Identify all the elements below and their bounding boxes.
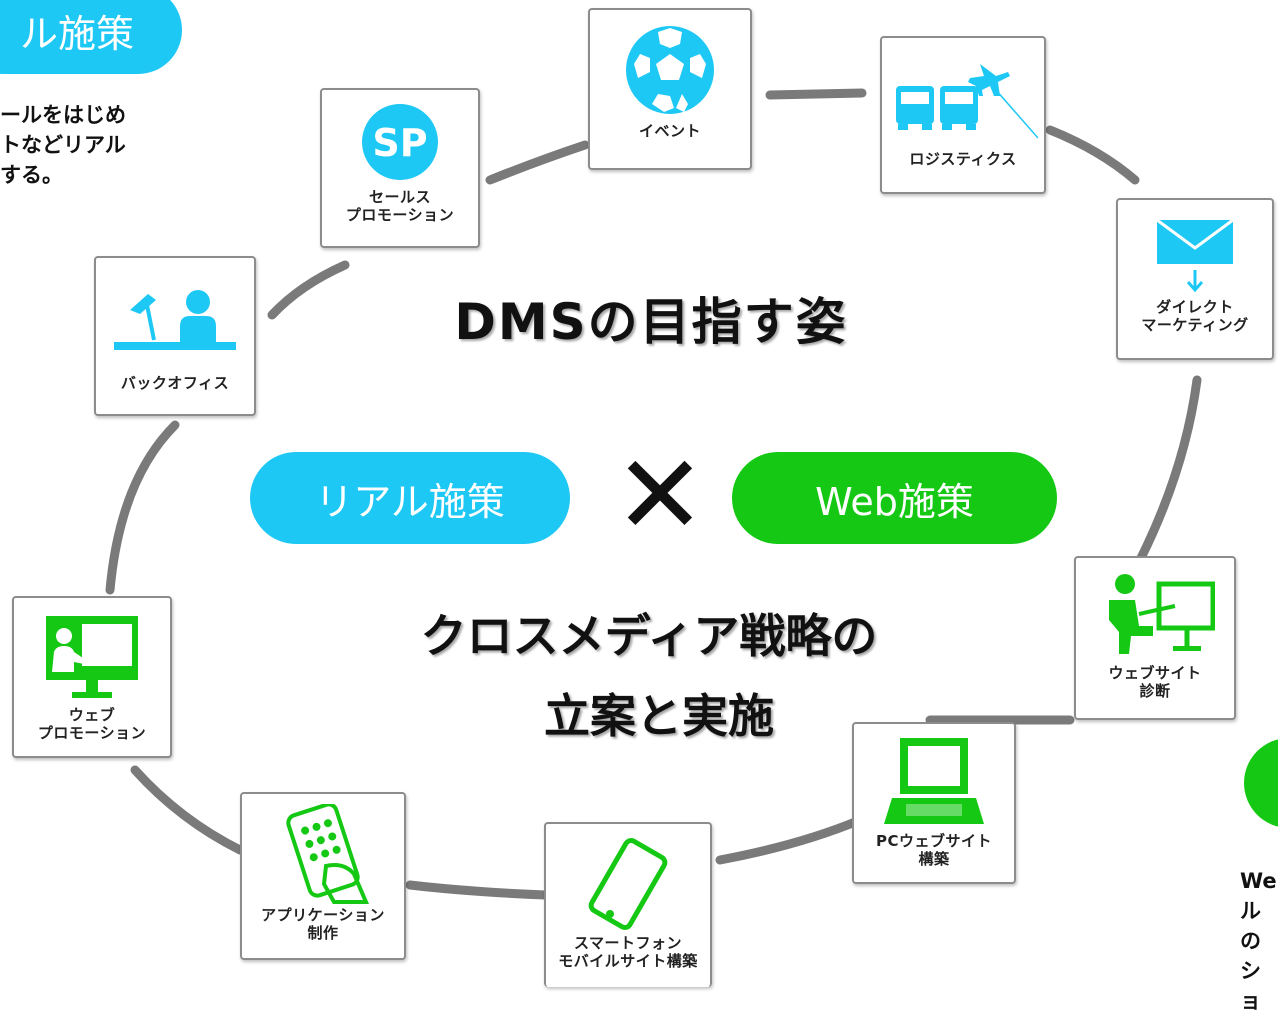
sp-badge-text: SP — [372, 121, 427, 165]
partial-real-pill: ル施策 — [0, 0, 182, 74]
envelope-icon — [1156, 218, 1234, 293]
desk-worker-icon — [114, 290, 236, 350]
back-office-card: バックオフィス — [94, 256, 256, 416]
pc-website-label: PCウェブサイト 構築 — [875, 832, 992, 868]
strategy-line-2: 立案と実施 — [544, 689, 774, 743]
direct-marketing-card: ダイレクト マーケティング — [1116, 198, 1274, 360]
partial-real-pill-label: ル施策 — [19, 11, 134, 56]
event-label: イベント — [638, 122, 701, 140]
direct-marketing-label: ダイレクト マーケティング — [1141, 298, 1249, 334]
back-office-label: バックオフィス — [120, 374, 230, 392]
truck-plane-icon — [896, 64, 1038, 139]
partial-description-right: We ルの ショ — [1240, 869, 1277, 1013]
logistics-label: ロジスティクス — [909, 150, 1017, 168]
website-diagnosis-label: ウェブサイト 診断 — [1108, 664, 1202, 700]
real-strategy-pill: リアル施策 — [250, 452, 570, 544]
soccer-ball-icon — [626, 26, 714, 114]
web-promotion-card: ウェブ プロモーション — [12, 596, 172, 758]
sales-promotion-label: セールス プロモーション — [345, 188, 455, 224]
cross-mark: ✕ — [613, 431, 707, 559]
strategy-line-1: クロスメディア戦略の — [420, 609, 878, 663]
pc-website-card: PCウェブサイト 構築 — [852, 722, 1016, 884]
laptop-icon — [884, 738, 984, 824]
main-title: DMSの目指す姿 — [454, 293, 848, 351]
website-diagnosis-card: ウェブサイト 診断 — [1074, 556, 1236, 720]
smartphone-site-card: スマートフォン モバイルサイト構築 — [544, 822, 712, 987]
smartphone-icon — [588, 838, 668, 930]
logistics-card: ロジスティクス — [880, 36, 1046, 194]
hand-phone-icon — [286, 804, 370, 904]
ring-path — [105, 88, 1202, 900]
smartphone-site-label: スマートフォン モバイルサイト構築 — [558, 934, 698, 970]
sales-promotion-card: SP セールス プロモーション — [320, 88, 480, 248]
app-development-label: アプリケーション 制作 — [261, 906, 385, 942]
presentation-screen-icon — [46, 616, 138, 698]
partial-description-left: ールをはじめ トなどリアル する。 — [0, 103, 126, 187]
real-strategy-label: リアル施策 — [315, 479, 505, 524]
web-promotion-label: ウェブ プロモーション — [37, 706, 147, 742]
web-strategy-label: Web施策 — [815, 479, 974, 524]
website-diagnosis-icon — [1109, 574, 1215, 654]
event-card: イベント — [588, 8, 752, 170]
web-strategy-pill: Web施策 — [732, 452, 1057, 544]
sp-badge-icon: SP — [362, 104, 438, 180]
app-development-card: アプリケーション 制作 — [240, 792, 406, 960]
